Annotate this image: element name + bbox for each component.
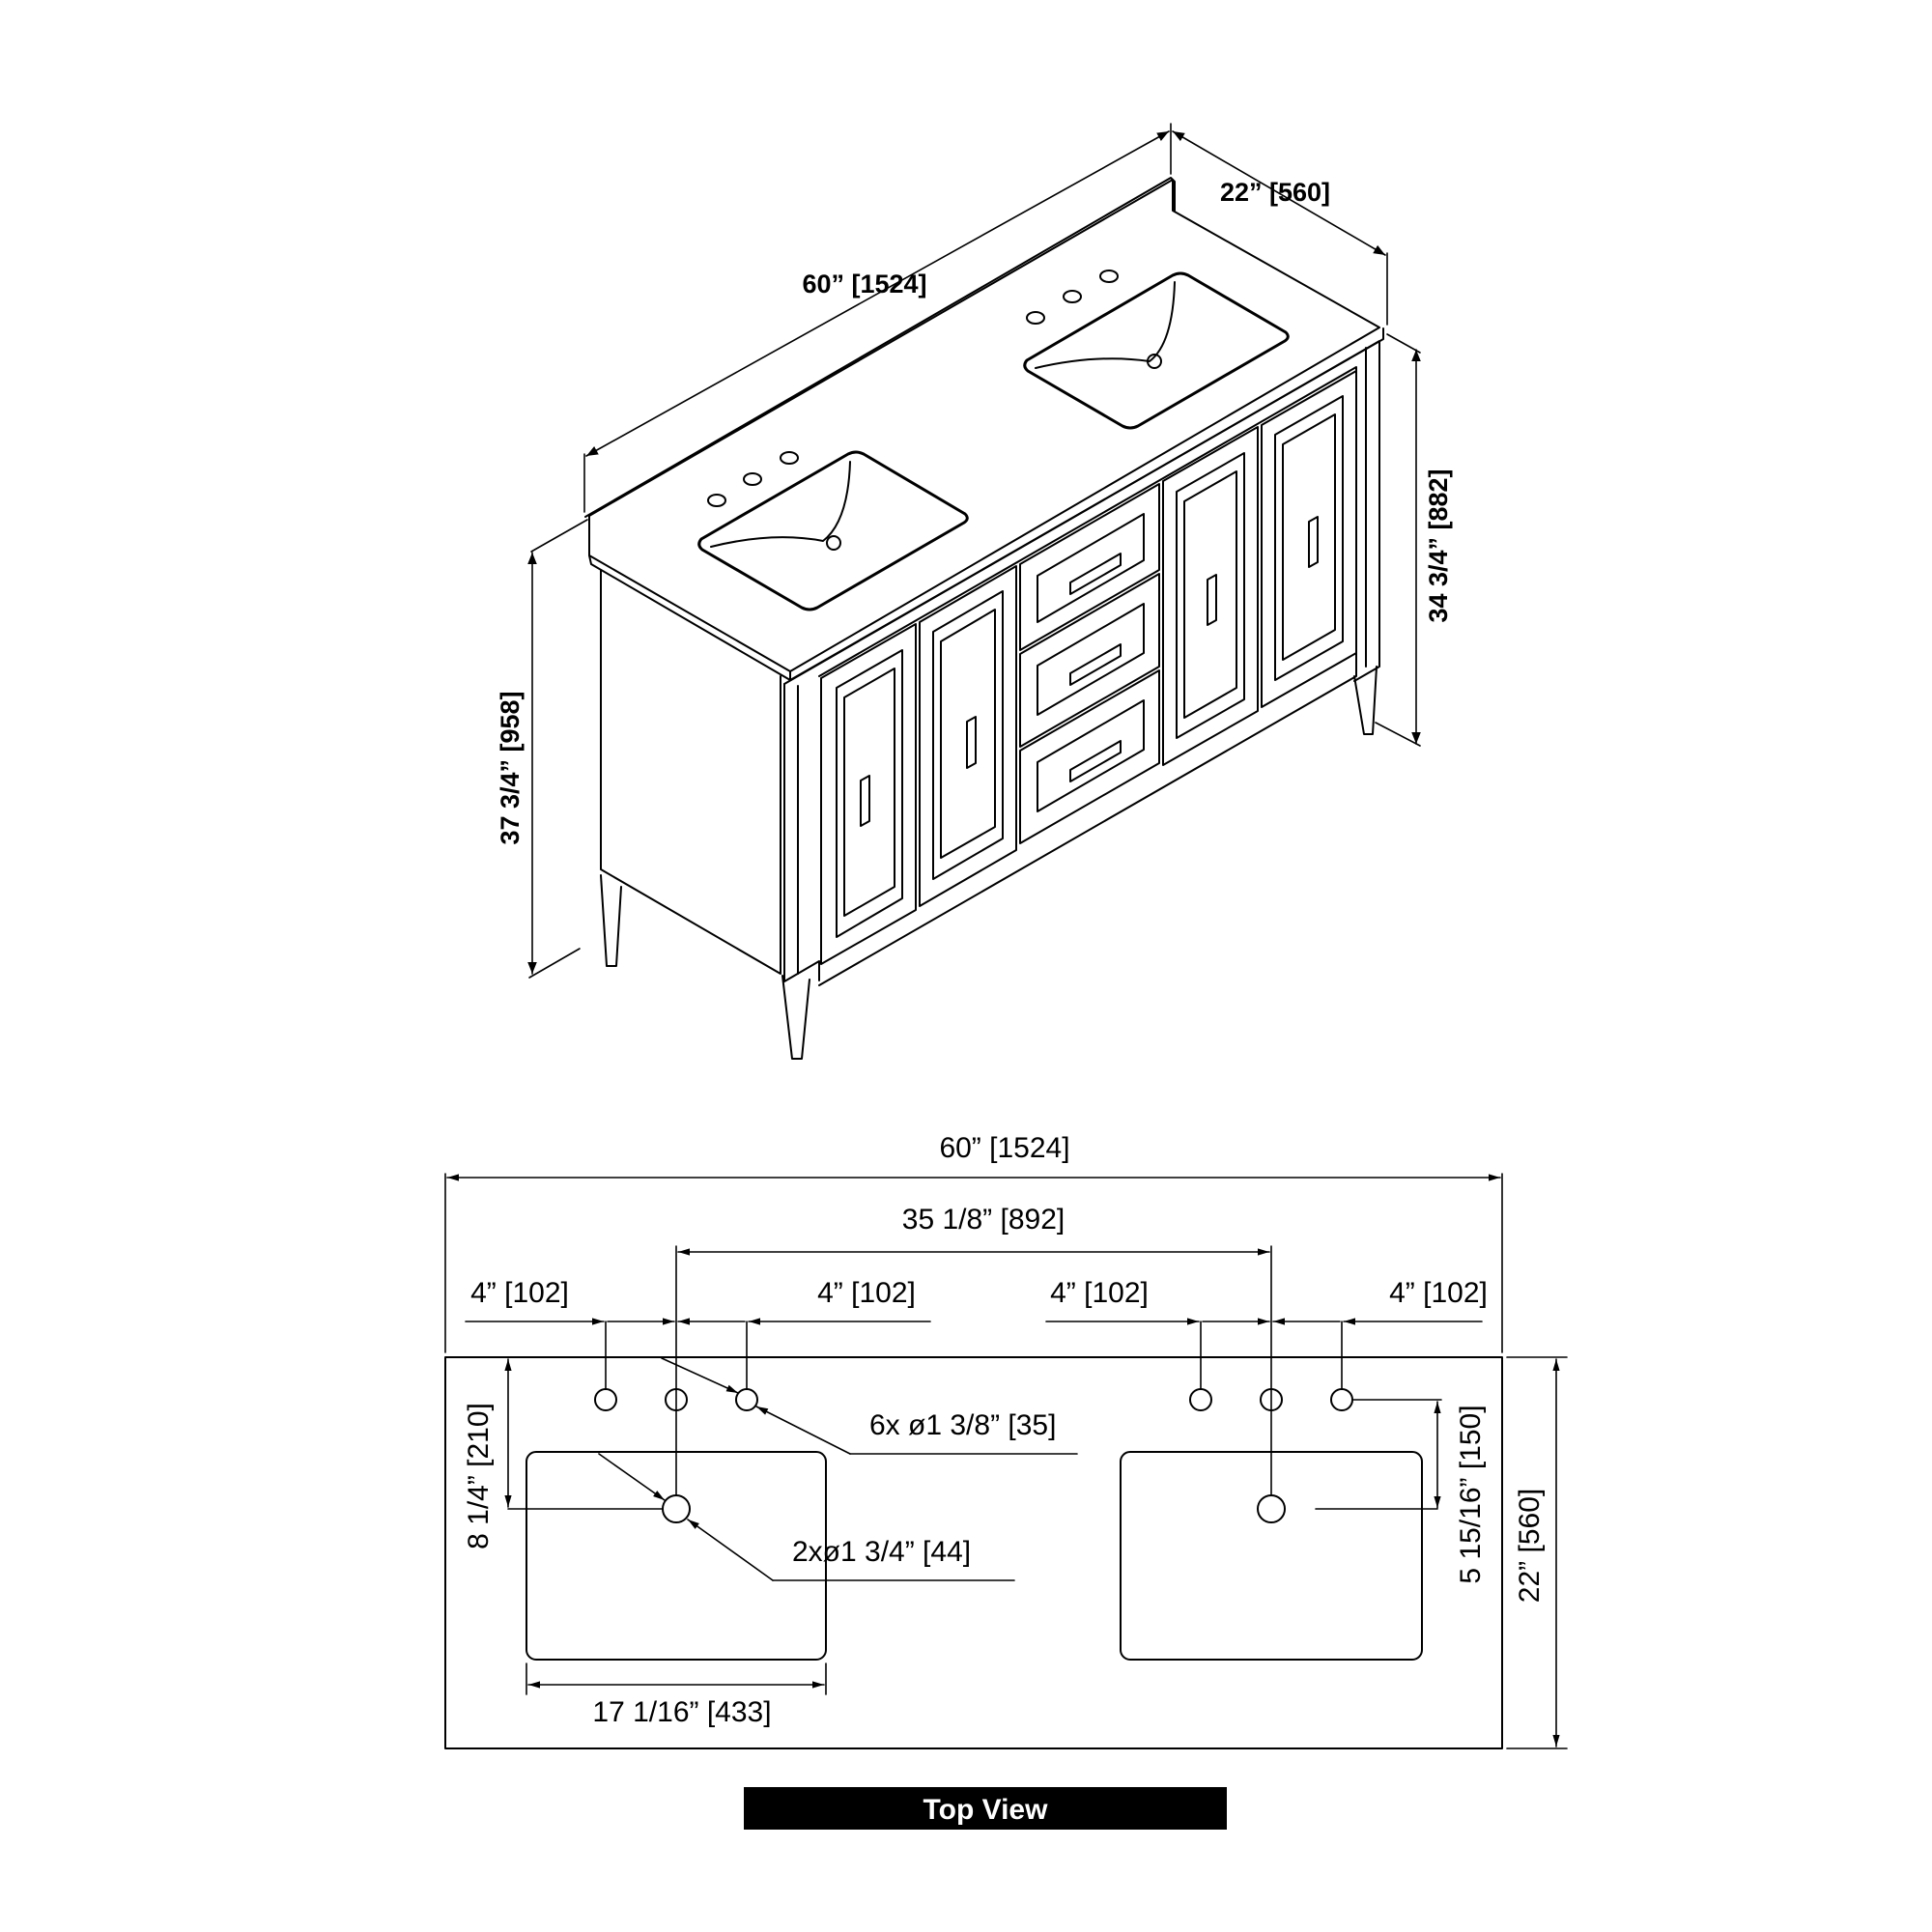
top-overall-width-dimension: 60” [1524] [444, 1132, 1503, 1353]
faucet-hole [594, 1388, 617, 1411]
faucet-hole [1189, 1388, 1212, 1411]
countertop-front-edge [588, 327, 1384, 681]
faucet-spacing-label: 4” [102] [817, 1277, 916, 1309]
faucet-hole [735, 1388, 758, 1411]
countertop-outline [444, 1356, 1503, 1749]
sink-width-dimension: 17 1/16” [433] [526, 1662, 827, 1728]
cabinet-front-frame [783, 683, 820, 982]
iso-depth-label: 22” [560] [1220, 178, 1330, 207]
back-to-sink-dimension: 5 15/16” [150] [1315, 1399, 1487, 1584]
iso-total-height-dimension: 37 3/4” [958] [496, 519, 588, 979]
faucet-hole [1330, 1388, 1353, 1411]
sink-center-spacing-dimension: 35 1/8” [892] [677, 1204, 1270, 1256]
faucet-hole [1063, 290, 1082, 303]
iso-width-label: 60” [1524] [802, 270, 926, 298]
faucet-hole [1026, 311, 1045, 325]
drain-hole [1257, 1494, 1286, 1523]
faucet-holes-callout: 6x ø1 3/8” [35] [661, 1357, 1078, 1455]
faucet-hole [1099, 270, 1119, 283]
faucet-spacing-label: 4” [102] [1050, 1277, 1149, 1309]
left-sink [697, 450, 969, 611]
sink-center-spacing-label: 35 1/8” [892] [902, 1204, 1065, 1236]
iso-cabinet-height-label: 34 3/4” [882] [1424, 469, 1453, 622]
back-to-sink-label: 5 15/16” [150] [1455, 1405, 1487, 1583]
cabinet-door-1 [820, 623, 917, 965]
drawer-1 [1019, 483, 1160, 651]
drain-holes-label: 2xø1 3/4” [44] [792, 1536, 971, 1568]
top-view: 60” [1524] 35 1/8” [892] 4” [102] 4” [10… [444, 1132, 1568, 1830]
drain-hole [662, 1494, 691, 1523]
faucet-holes-label: 6x ø1 3/8” [35] [869, 1409, 1056, 1441]
top-view-title-label: Top View [923, 1794, 1049, 1826]
drawer-3 [1019, 669, 1160, 844]
top-depth-label: 22” [560] [1514, 1489, 1546, 1603]
sink-width-label: 17 1/16” [433] [592, 1696, 771, 1728]
iso-cabinet-height-dimension: 34 3/4” [882] [1375, 333, 1453, 747]
top-depth-dimension: 22” [560] [1506, 1356, 1568, 1749]
countertop-top-surface [588, 179, 1380, 672]
iso-depth-dimension: 22” [560] [1172, 130, 1388, 326]
top-view-title: Top View [744, 1787, 1227, 1830]
iso-total-height-label: 37 3/4” [958] [496, 691, 525, 844]
cabinet-door-3 [1162, 426, 1259, 766]
front-left-leg [781, 975, 810, 1060]
front-right-leg [1353, 666, 1378, 735]
faucet-hole [780, 451, 799, 465]
isometric-view: 60” [1524] 22” [560] 37 3/4” [958] 34 3/… [496, 123, 1453, 1060]
back-left-leg [600, 874, 622, 967]
back-to-drain-label: 8 1/4” [210] [463, 1403, 495, 1549]
cabinet-front-outline [783, 340, 1380, 685]
cabinet-door-2 [919, 565, 1017, 907]
faucet-spacing-dimensions: 4” [102] 4” [102] 4” [102] 4” [102] [465, 1277, 1488, 1325]
drawer-2 [1019, 573, 1160, 748]
left-drain-hole [826, 535, 841, 551]
cabinet-door-4 [1261, 370, 1357, 708]
faucet-spacing-label: 4” [102] [1389, 1277, 1488, 1309]
faucet-spacing-label: 4” [102] [470, 1277, 569, 1309]
cabinet-side-panel [600, 569, 781, 975]
faucet-hole [707, 494, 726, 507]
top-overall-width-label: 60” [1524] [939, 1132, 1069, 1164]
iso-width-dimension: 60” [1524] [583, 123, 1172, 513]
back-to-drain-dimension: 8 1/4” [210] [463, 1358, 663, 1549]
drain-holes-callout: 2xø1 3/4” [44] [598, 1453, 1015, 1581]
faucet-hole [743, 472, 762, 486]
